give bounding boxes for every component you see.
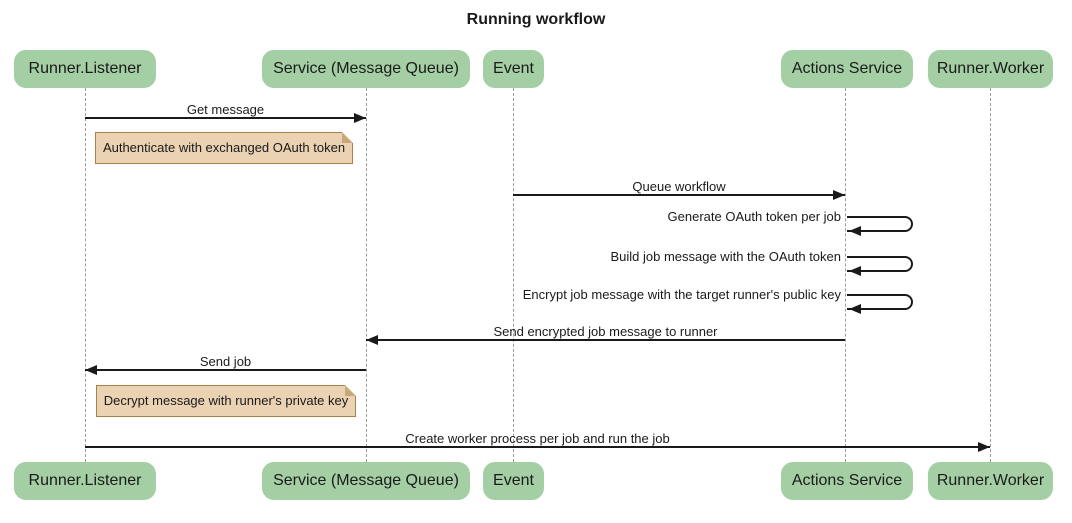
message-label-encrypt-job-message: Encrypt job message with the target runn… (522, 287, 841, 302)
actor-bottom-event: Event (483, 462, 544, 500)
note-text: Decrypt message with runner's private ke… (103, 393, 349, 408)
actor-bottom-runner-worker: Runner.Worker (928, 462, 1053, 500)
actor-top-runner-listener: Runner.Listener (14, 50, 156, 88)
message-label-queue-workflow: Queue workflow (632, 179, 726, 194)
message-line-send-encrypted-job (366, 339, 845, 341)
actor-top-actions-service: Actions Service (781, 50, 913, 88)
note-authenticate: Authenticate with exchanged OAuth token (95, 132, 353, 164)
lifeline-runner-worker (990, 88, 991, 462)
actor-bottom-runner-listener: Runner.Listener (14, 462, 156, 500)
message-label-build-job-message: Build job message with the OAuth token (610, 249, 841, 264)
message-label-generate-oauth-token: Generate OAuth token per job (667, 209, 841, 224)
note-fold-icon (345, 385, 356, 396)
actor-top-runner-worker: Runner.Worker (928, 50, 1053, 88)
arrowhead-icon (849, 266, 861, 276)
message-label-send-job: Send job (199, 354, 252, 369)
lifeline-event (513, 88, 514, 462)
arrowhead-icon (85, 365, 97, 375)
diagram-title: Running workflow (466, 11, 606, 28)
lifeline-runner-listener (85, 88, 86, 462)
lifeline-actions-service (845, 88, 846, 462)
self-loop-line (847, 216, 913, 232)
message-label-get-message: Get message (186, 102, 265, 117)
arrowhead-icon (849, 304, 861, 314)
note-text: Authenticate with exchanged OAuth token (102, 140, 346, 155)
arrowhead-icon (978, 442, 990, 452)
arrowhead-icon (354, 113, 366, 123)
note-decrypt: Decrypt message with runner's private ke… (96, 385, 356, 417)
self-loop-line (847, 256, 913, 272)
arrowhead-icon (849, 226, 861, 236)
actor-bottom-service-message-queue: Service (Message Queue) (262, 462, 470, 500)
arrowhead-icon (833, 190, 845, 200)
actor-top-service-message-queue: Service (Message Queue) (262, 50, 470, 88)
self-loop-line (847, 294, 913, 310)
note-fold-icon (342, 132, 353, 143)
message-label-send-encrypted-job: Send encrypted job message to runner (493, 324, 718, 339)
message-line-send-job (85, 369, 366, 371)
message-line-create-worker-process (85, 446, 990, 448)
lifeline-service-message-queue (366, 88, 367, 462)
actor-top-event: Event (483, 50, 544, 88)
message-line-queue-workflow (513, 194, 845, 196)
message-label-create-worker-process: Create worker process per job and run th… (405, 431, 670, 446)
arrowhead-icon (366, 335, 378, 345)
message-line-get-message (85, 117, 366, 119)
actor-bottom-actions-service: Actions Service (781, 462, 913, 500)
